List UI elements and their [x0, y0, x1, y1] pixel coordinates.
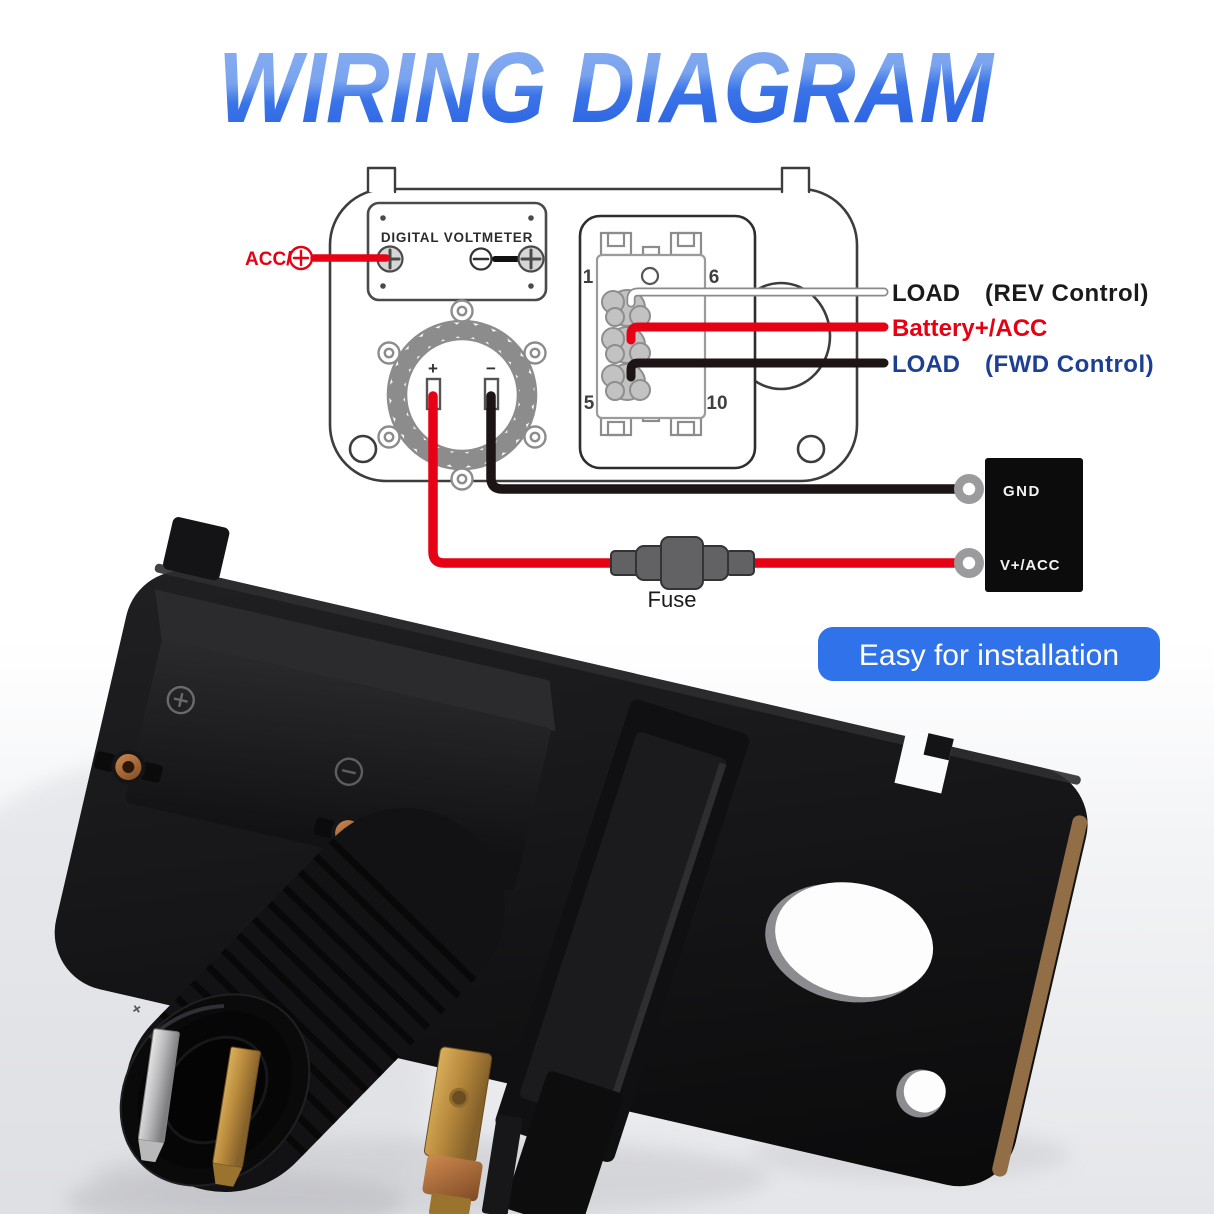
circled-plus-icon — [288, 245, 314, 271]
digital-voltmeter: DIGITAL VOLTMETER — [366, 201, 548, 302]
ring-terminal-gnd-icon — [954, 474, 984, 504]
wiring-diagram: DIGITAL VOLTMETER ACC/ — [245, 166, 1154, 612]
mounting-hole-right — [796, 434, 826, 464]
switch-black-blade — [481, 1114, 523, 1214]
ring-terminal-vacc-icon — [954, 548, 984, 578]
product-photo: + — [54, 517, 1088, 1214]
plate-small-hole — [896, 1069, 946, 1118]
wire-connector-box — [985, 458, 1083, 592]
page-title: WIRING DIAGRAM — [218, 32, 995, 144]
socket-plus-label: + — [428, 359, 438, 378]
switch-spade-terminal — [422, 1046, 493, 1214]
pin-1: 1 — [583, 267, 594, 288]
socket-ears — [377, 299, 547, 491]
power-socket — [377, 299, 547, 491]
pin-6: 6 — [709, 267, 720, 288]
pin-10: 10 — [706, 393, 727, 414]
mounting-hole-left — [348, 434, 378, 464]
crimp-terminals — [601, 289, 651, 401]
plate-top-bevel — [154, 563, 1081, 785]
battery-wire — [626, 322, 889, 345]
gnd-label: GND — [1003, 483, 1041, 500]
voltmeter-label: DIGITAL VOLTMETER — [381, 230, 533, 245]
easy-install-label: Easy for installation — [859, 639, 1119, 672]
load-rev-label: LOAD — [892, 280, 960, 307]
vacc-wire — [428, 391, 962, 568]
gnd-wire — [486, 391, 962, 494]
acc-label: ACC/ — [245, 249, 292, 270]
rocker-switch-connector: 1 6 5 10 — [578, 214, 757, 470]
housing-minus-mark-icon — [334, 757, 364, 786]
fuse — [610, 536, 755, 590]
load-rev-paren: (REV Control) — [985, 280, 1149, 307]
fwd-wire — [626, 358, 889, 382]
easy-install-badge: Easy for installation — [818, 627, 1160, 681]
acc-input: ACC/ — [245, 245, 390, 271]
plate-oval-hole — [765, 882, 934, 1003]
spade-terminal-silver — [137, 1028, 180, 1163]
pin-5: 5 — [584, 393, 595, 414]
load-fwd-paren: (FWD Control) — [985, 351, 1154, 378]
rev-wire — [628, 289, 887, 306]
plate-corner-tab — [163, 517, 230, 581]
socket-tooth-ring — [388, 321, 536, 469]
switch-body — [422, 699, 750, 1214]
housing-plus-mark-icon — [166, 685, 195, 715]
vacc-label: V+/ACC — [1000, 557, 1060, 574]
panel-tab-left — [366, 166, 397, 194]
housing-screw-terminal — [93, 750, 163, 785]
socket-minus-label: − — [486, 359, 496, 378]
screw-terminal-negative-icon — [469, 245, 545, 273]
fuse-label: Fuse — [648, 587, 697, 612]
spade-terminal-brass — [212, 1046, 261, 1187]
load-fwd-label: LOAD — [892, 351, 960, 378]
panel-tab-right — [780, 166, 811, 194]
battery-acc-label: Battery+/ACC — [892, 315, 1047, 342]
socket-barrel: + — [119, 808, 505, 1192]
